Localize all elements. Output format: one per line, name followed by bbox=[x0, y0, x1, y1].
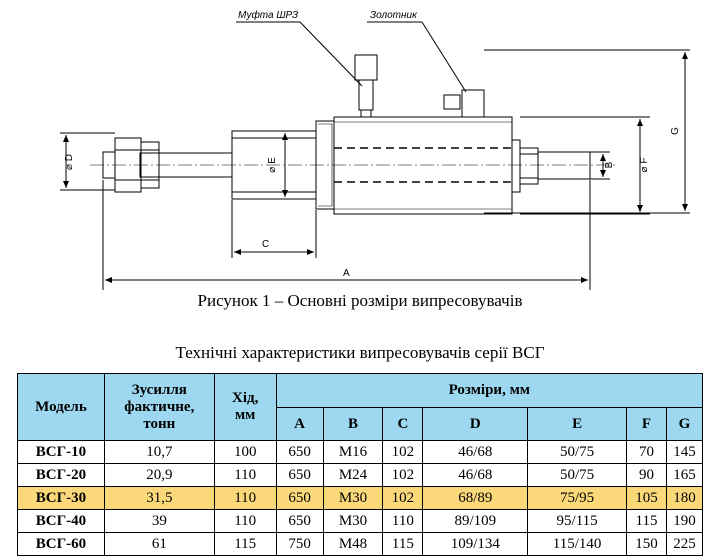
cell-e: 95/115 bbox=[527, 509, 628, 533]
cell-stroke: 110 bbox=[213, 463, 277, 487]
cell-force: 61 bbox=[103, 532, 215, 556]
cell-e: 75/95 bbox=[527, 486, 628, 510]
cell-model: ВСГ-30 bbox=[17, 486, 105, 510]
dim-b-label: B bbox=[604, 161, 615, 168]
cell-force: 39 bbox=[103, 509, 215, 533]
cell-model: ВСГ-20 bbox=[17, 463, 105, 487]
header-dim-f: F bbox=[626, 407, 667, 441]
cell-d: 89/109 bbox=[422, 509, 529, 533]
cell-stroke: 100 bbox=[213, 440, 277, 464]
header-dim-a: A bbox=[275, 407, 324, 441]
cell-c: 110 bbox=[382, 509, 424, 533]
cell-force: 10,7 bbox=[103, 440, 215, 464]
cell-model: ВСГ-40 bbox=[17, 509, 105, 533]
dim-d-label: ⌀ D bbox=[64, 154, 75, 170]
cell-c: 115 bbox=[382, 532, 424, 556]
cell-d: 68/89 bbox=[422, 486, 529, 510]
cell-stroke: 115 bbox=[213, 532, 277, 556]
dim-c-label: C bbox=[262, 239, 269, 250]
cell-model: ВСГ-10 bbox=[17, 440, 105, 464]
cell-d: 46/68 bbox=[422, 440, 529, 464]
cell-g: 165 bbox=[665, 463, 704, 487]
cell-d: 109/134 bbox=[422, 532, 529, 556]
cell-stroke: 110 bbox=[213, 509, 277, 533]
dim-f-label: ⌀ F bbox=[639, 158, 650, 173]
figure-caption: Рисунок 1 – Основні розміри випресовувач… bbox=[197, 291, 523, 310]
cell-b: M30 bbox=[322, 486, 384, 510]
cell-a: 650 bbox=[275, 509, 324, 533]
cell-c: 102 bbox=[382, 440, 424, 464]
cell-e: 50/75 bbox=[527, 440, 628, 464]
dim-g-label: G bbox=[670, 127, 681, 135]
spec-table: Модель Зусилля фактичне, тонн Хід, мм Ро… bbox=[17, 373, 704, 556]
cell-g: 180 bbox=[665, 486, 704, 510]
cell-b: M16 bbox=[322, 440, 384, 464]
dim-a-label: A bbox=[343, 268, 350, 279]
cell-b: M30 bbox=[322, 509, 384, 533]
cell-a: 650 bbox=[275, 463, 324, 487]
cell-f: 115 bbox=[626, 509, 667, 533]
header-dim-c: C bbox=[382, 407, 424, 441]
cell-stroke: 110 bbox=[213, 486, 277, 510]
cell-b: M24 bbox=[322, 463, 384, 487]
cell-g: 225 bbox=[665, 532, 704, 556]
header-dim-b: B bbox=[322, 407, 384, 441]
header-stroke: Хід, мм bbox=[213, 373, 277, 441]
press-drawing: Муфта ШРЗ Золотник A C B ⌀ F G ⌀ E ⌀ D bbox=[60, 9, 690, 290]
cell-e: 115/140 bbox=[527, 532, 628, 556]
cell-a: 650 bbox=[275, 440, 324, 464]
header-model: Модель bbox=[17, 373, 105, 441]
cell-f: 70 bbox=[626, 440, 667, 464]
cell-b: M48 bbox=[322, 532, 384, 556]
header-force: Зусилля фактичне, тонн bbox=[103, 373, 215, 441]
cell-c: 102 bbox=[382, 463, 424, 487]
callout-coupling: Муфта ШРЗ bbox=[238, 9, 298, 21]
header-dimensions: Розміри, мм bbox=[275, 373, 704, 408]
cell-d: 46/68 bbox=[422, 463, 529, 487]
cell-c: 102 bbox=[382, 486, 424, 510]
header-dim-d: D bbox=[422, 407, 529, 441]
header-dim-g: G bbox=[665, 407, 704, 441]
cell-a: 650 bbox=[275, 486, 324, 510]
cell-f: 150 bbox=[626, 532, 667, 556]
cell-force: 31,5 bbox=[103, 486, 215, 510]
header-dim-e: E bbox=[527, 407, 628, 441]
table-title: Технічні характеристики випресовувачів с… bbox=[175, 343, 545, 362]
cell-model: ВСГ-60 bbox=[17, 532, 105, 556]
cell-f: 90 bbox=[626, 463, 667, 487]
callout-valve: Золотник bbox=[370, 10, 418, 21]
cell-e: 50/75 bbox=[527, 463, 628, 487]
cell-g: 190 bbox=[665, 509, 704, 533]
cell-force: 20,9 bbox=[103, 463, 215, 487]
dim-e-label: ⌀ E bbox=[267, 157, 278, 173]
cell-a: 750 bbox=[275, 532, 324, 556]
cell-g: 145 bbox=[665, 440, 704, 464]
cell-f: 105 bbox=[626, 486, 667, 510]
